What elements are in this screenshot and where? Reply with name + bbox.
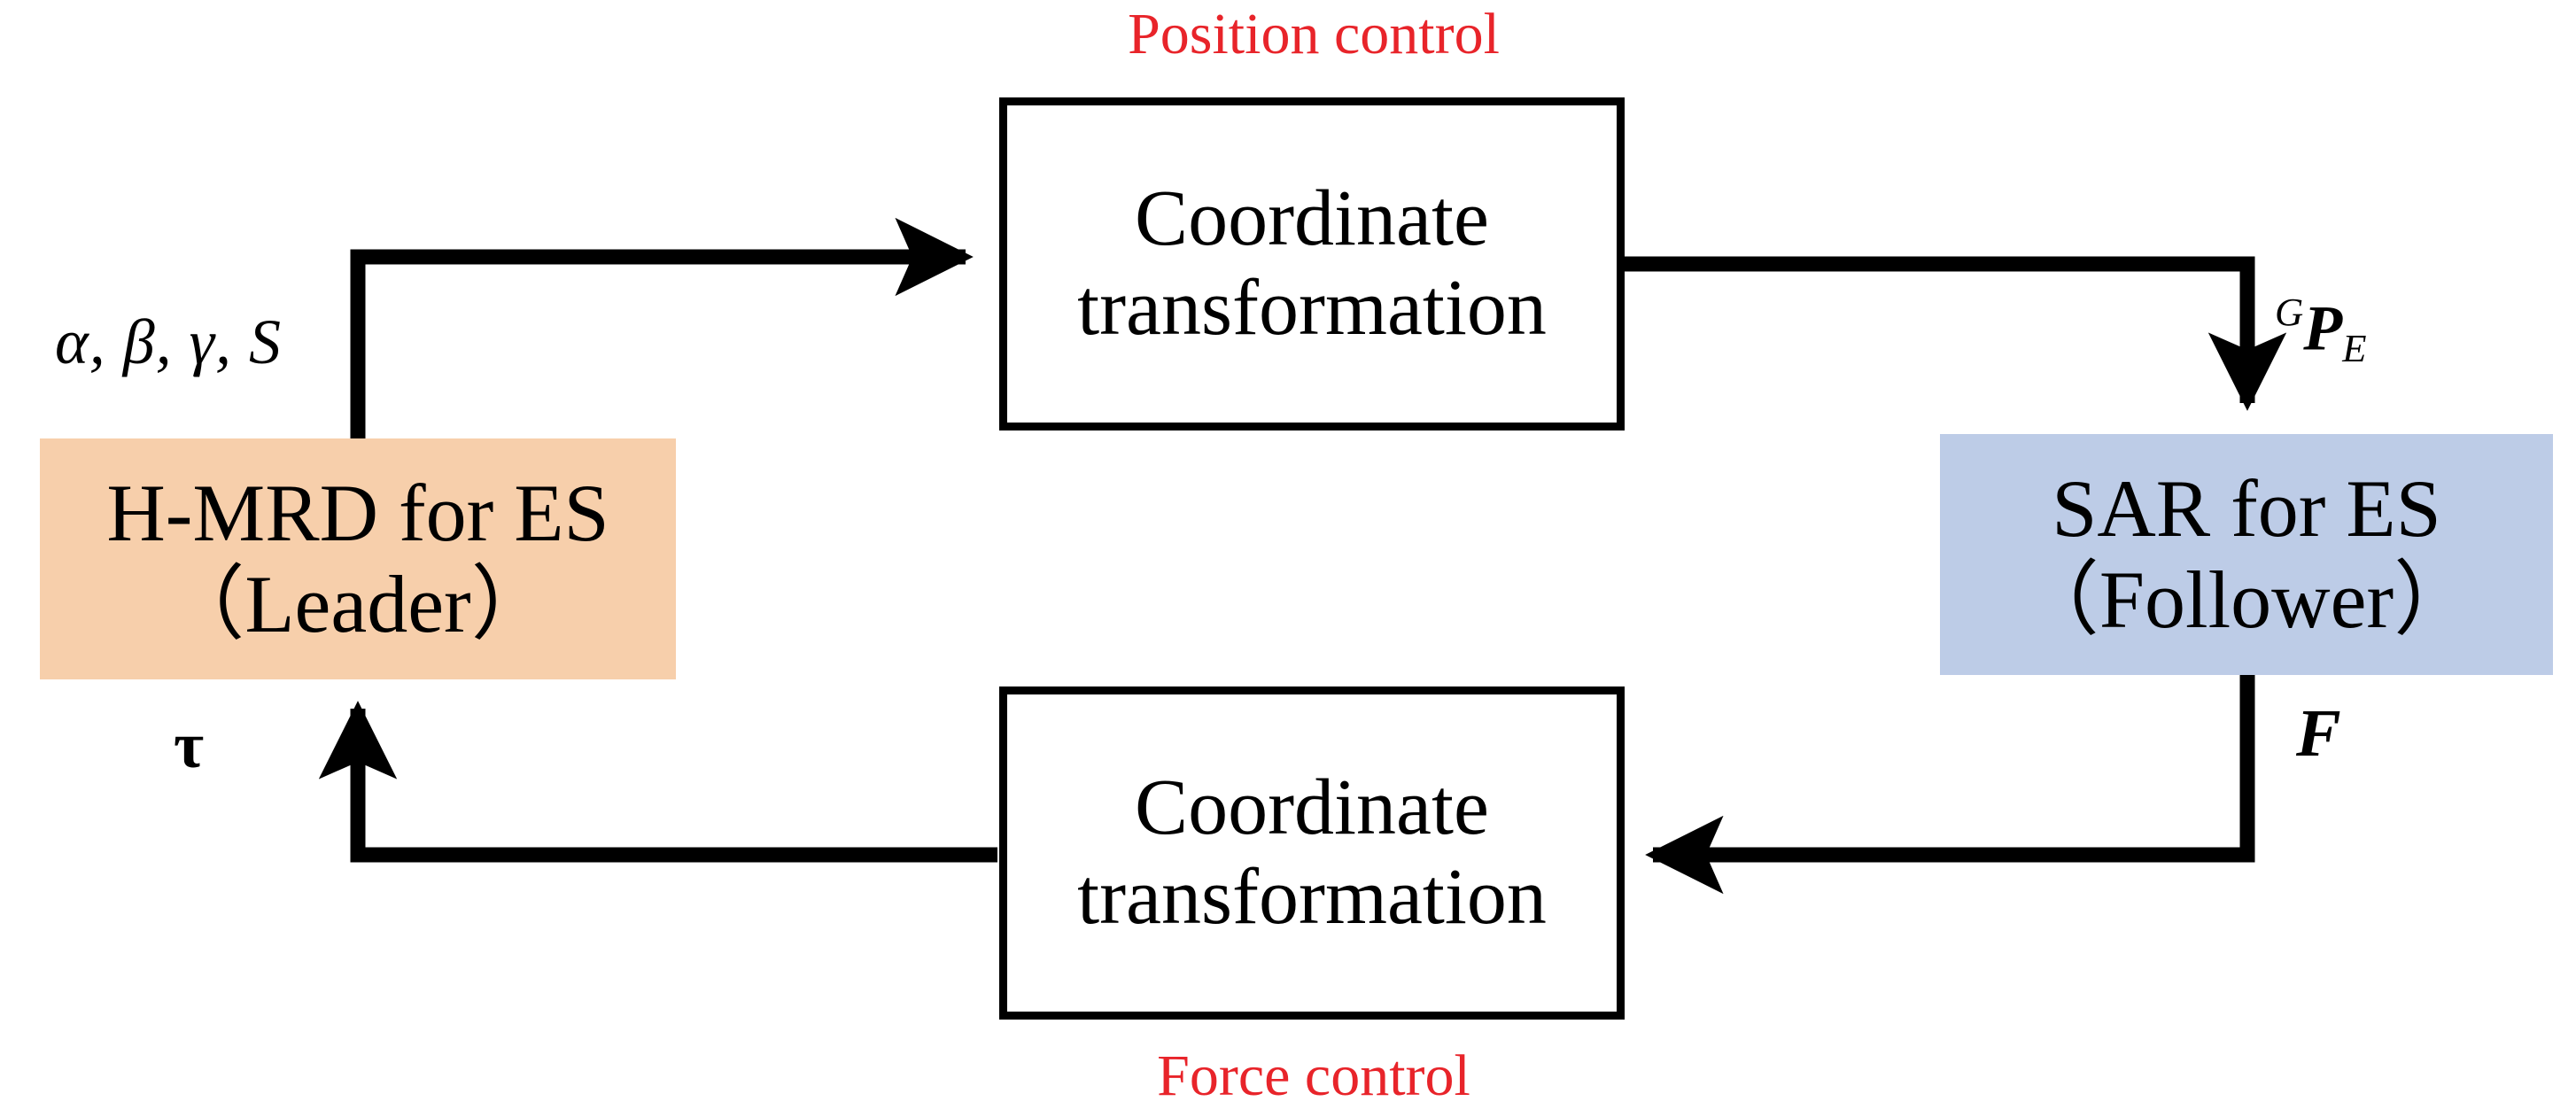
position-vector-subscript: E xyxy=(2342,326,2367,371)
force-control-label: Force control xyxy=(1157,1043,1470,1108)
edge-top-transform-to-follower xyxy=(1625,256,2287,411)
position-vector-superscript: G xyxy=(2275,290,2304,334)
euler-parameters-label: α, β, γ, S xyxy=(55,306,283,377)
force-label: F xyxy=(2296,696,2341,771)
torque-label: τ xyxy=(174,710,205,782)
edge-leader-to-top-transform xyxy=(350,217,974,443)
leader-node-h-mrd-for-es[interactable]: H-MRD for ES （Leader） xyxy=(40,438,676,679)
edge-follower-to-bottom-transform xyxy=(1645,675,2255,895)
coordinate-transformation-bottom-box[interactable]: Coordinate transformation xyxy=(999,686,1625,1020)
coordinate-transformation-top-line1: Coordinate xyxy=(1135,175,1489,263)
coordinate-transformation-bottom-line2: transformation xyxy=(1077,853,1547,941)
follower-node-sar-for-es[interactable]: SAR for ES （Follower） xyxy=(1940,434,2553,675)
position-control-label: Position control xyxy=(1128,2,1500,66)
position-vector-symbol: P xyxy=(2303,292,2343,364)
follower-node-line1: SAR for ES xyxy=(2052,462,2441,554)
leader-node-line1: H-MRD for ES xyxy=(106,467,609,558)
edge-bottom-transform-to-leader xyxy=(318,701,997,863)
follower-node-line2: （Follower） xyxy=(2017,555,2476,645)
position-vector-label: GPE xyxy=(2275,292,2366,368)
coordinate-transformation-bottom-line1: Coordinate xyxy=(1135,764,1489,852)
coordinate-transformation-top-box[interactable]: Coordinate transformation xyxy=(999,97,1625,431)
coordinate-transformation-top-line2: transformation xyxy=(1077,264,1547,352)
leader-node-line2: （Leader） xyxy=(163,559,553,649)
